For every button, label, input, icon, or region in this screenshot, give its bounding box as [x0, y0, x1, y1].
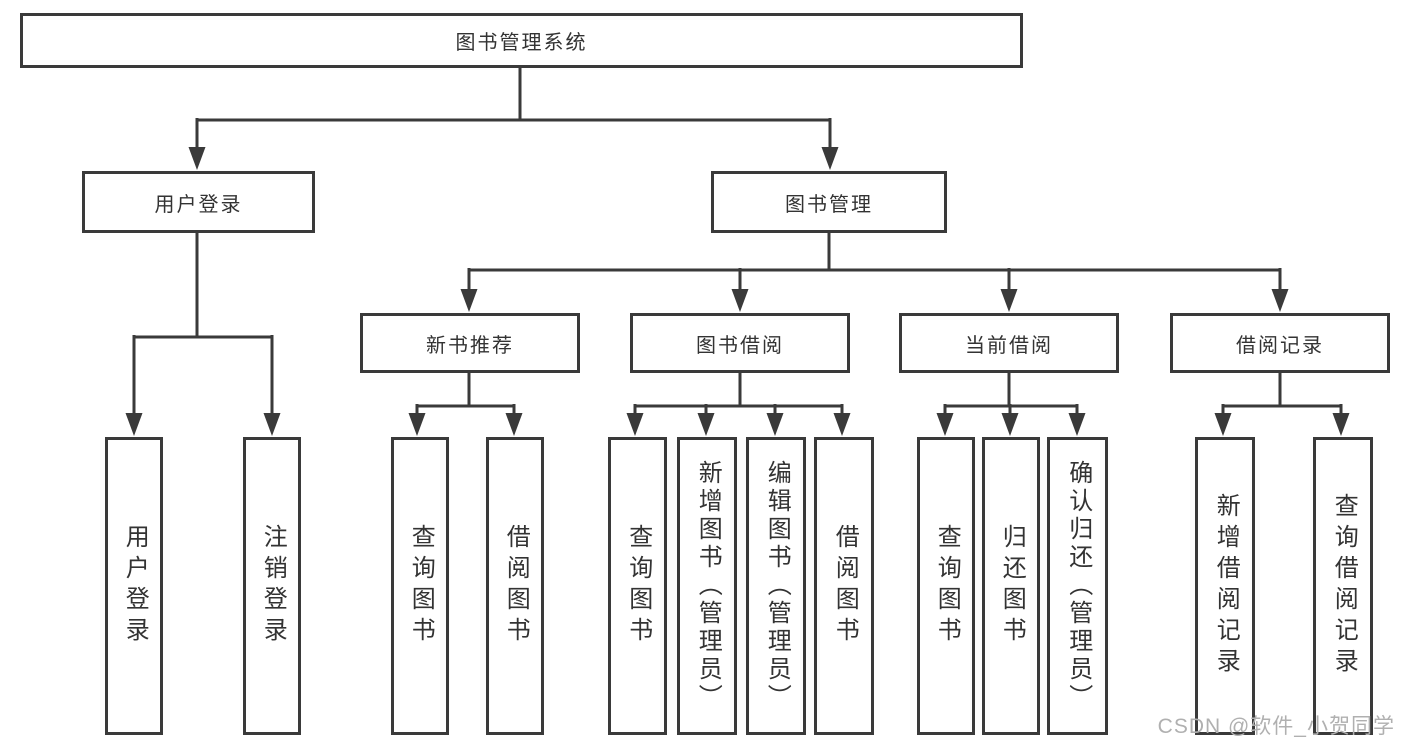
leaf-label: 新增借阅记录	[1212, 493, 1240, 679]
leaf-label: 注销登录	[259, 524, 287, 648]
csdn-watermark: CSDN @软件_小贺同学	[1157, 715, 1395, 738]
leaf-label: 用户登录	[121, 524, 149, 648]
leaf-label: 确认归还（管理员）	[1064, 460, 1092, 712]
node-book-borrow: 图书借阅	[630, 313, 850, 373]
leaf-label: 查询图书	[624, 524, 652, 648]
node-leaf-user-login: 用户登录	[105, 437, 163, 735]
node-current-borrow: 当前借阅	[899, 313, 1119, 373]
leaf-label: 查询图书	[933, 524, 961, 648]
node-leaf-edit-book-admin: 编辑图书（管理员）	[746, 437, 806, 735]
node-new-book-recommend: 新书推荐	[360, 313, 580, 373]
node-leaf-add-borrow-record: 新增借阅记录	[1195, 437, 1255, 735]
node-leaf-borrow-book-1: 借阅图书	[486, 437, 544, 735]
node-leaf-query-book-1: 查询图书	[391, 437, 449, 735]
node-borrow-records: 借阅记录	[1170, 313, 1390, 373]
leaf-label: 查询图书	[407, 524, 435, 648]
leaf-label: 新增图书（管理员）	[694, 460, 722, 712]
node-leaf-query-borrow-record: 查询借阅记录	[1313, 437, 1373, 735]
node-user-login: 用户登录	[82, 171, 315, 233]
node-leaf-confirm-return-admin: 确认归还（管理员）	[1047, 437, 1108, 735]
leaf-label: 借阅图书	[831, 524, 859, 648]
node-leaf-borrow-book-2: 借阅图书	[814, 437, 874, 735]
node-book-management: 图书管理	[711, 171, 947, 233]
node-leaf-add-book-admin: 新增图书（管理员）	[677, 437, 737, 735]
node-leaf-logout: 注销登录	[243, 437, 301, 735]
node-leaf-query-book-3: 查询图书	[917, 437, 975, 735]
leaf-label: 借阅图书	[502, 524, 530, 648]
leaf-label: 归还图书	[998, 524, 1026, 648]
node-library-management-system: 图书管理系统	[20, 13, 1023, 68]
leaf-label: 查询借阅记录	[1330, 493, 1358, 679]
node-leaf-return-book: 归还图书	[982, 437, 1040, 735]
leaf-label: 编辑图书（管理员）	[763, 460, 791, 712]
node-leaf-query-book-2: 查询图书	[608, 437, 667, 735]
